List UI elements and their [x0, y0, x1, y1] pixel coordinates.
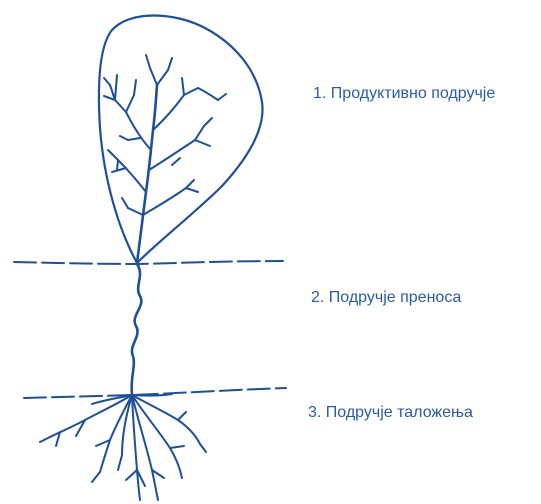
zone-label-deposition: 3. Подручје таложења [308, 404, 473, 422]
main-channel-transfer [132, 264, 142, 394]
tributary-network [104, 55, 226, 215]
drainage-basin-outline [99, 16, 263, 264]
zone-boundary-upper [14, 261, 283, 264]
zone-label-transfer: 2. Подручје преноса [311, 289, 461, 307]
zone-label-productive: 1. Продуктивно подручје [313, 85, 495, 103]
distributary-network [40, 394, 206, 500]
main-channel-upper [137, 85, 157, 263]
